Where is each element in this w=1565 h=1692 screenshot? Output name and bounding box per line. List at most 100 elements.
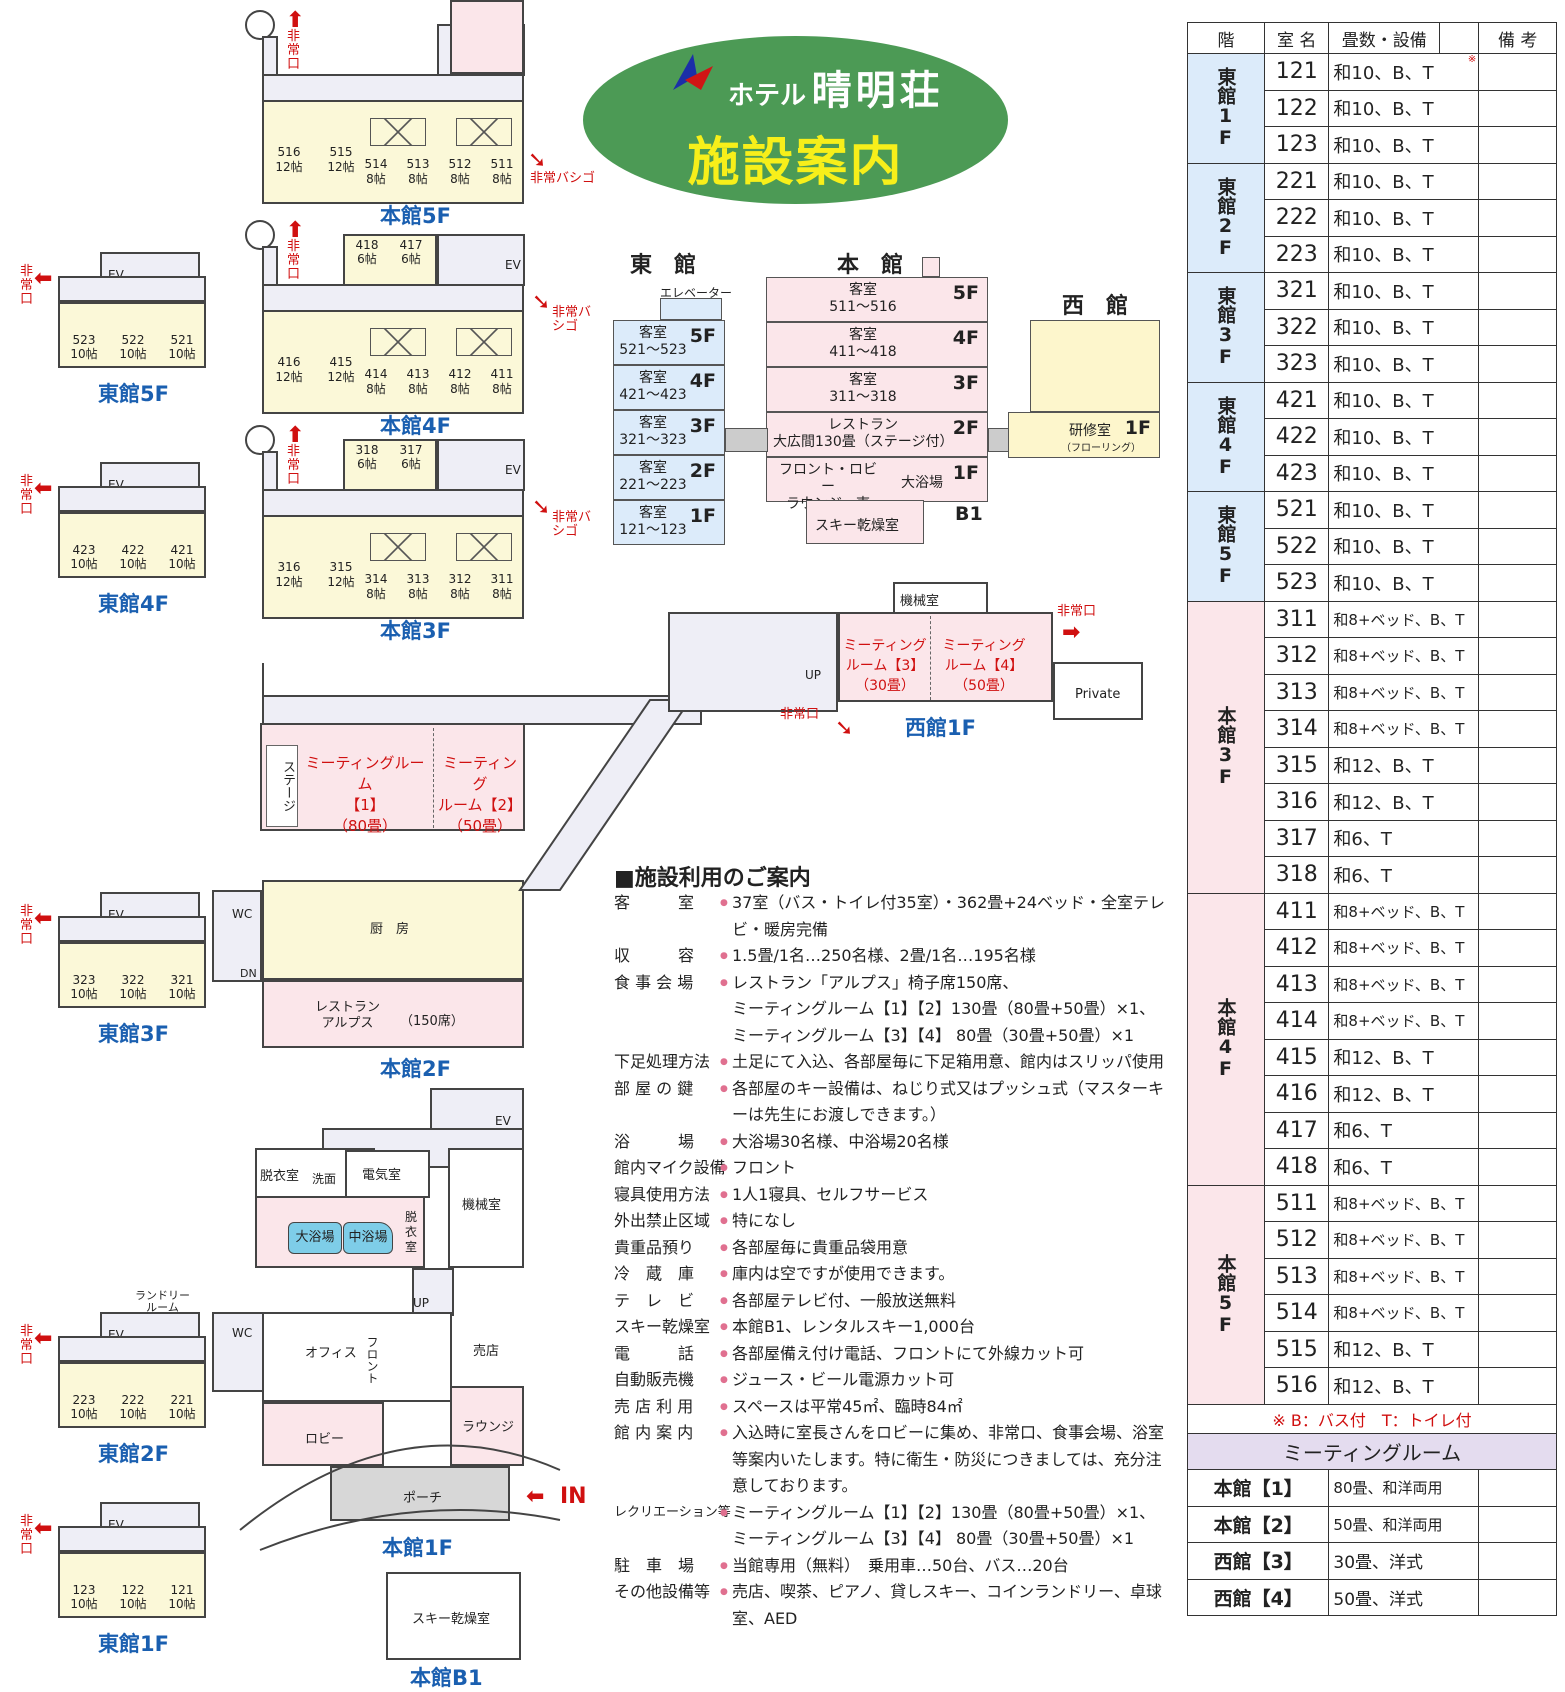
room-number: 411 [1263,892,1330,930]
room-equipment: 和10、B、T [1328,564,1480,602]
room-equipment: 和10、B、T※ [1328,53,1480,91]
equipment-text: 和8+ベッド、B、T [1333,647,1465,666]
table-header: 畳数・設備 [1328,22,1441,54]
bath-large: 大浴場 [288,1222,342,1254]
guide-key: 下足処理方法 [614,1052,711,1071]
room-equipment: 和10、B、T [1328,345,1480,383]
remarks-cell [1478,454,1557,492]
porch: ポーチ [403,1491,443,1506]
remarks-cell [1478,1505,1557,1543]
room-number: 511 [1263,1184,1330,1222]
ev-label: EV [505,463,521,477]
remarks-cell [1478,345,1557,383]
west-building-label: 西 館 [1062,294,1129,319]
guide-item: 冷 蔵 庫庫内は空ですが使用できます。 [614,1261,1174,1288]
floor-rooms: 客室 311〜318 [829,372,897,405]
title-badge: ホテル 晴明荘 施設案内 [583,36,1008,204]
remarks-cell [1478,746,1557,784]
restaurant-alps: レストラン アルプス [315,1000,381,1031]
bed-icon [370,533,426,561]
room-number: 312 [1263,637,1330,675]
bed-icon [370,118,426,146]
room-number: 317 [1263,819,1330,857]
remarks-cell [1478,381,1557,419]
legend-row: ※ B：バス付 T：トイレ付 [1187,1403,1557,1434]
equipment-text: 和8+ベッド、B、T [1333,1012,1465,1031]
washroom: 洗面 [312,1172,337,1186]
legend-note: ※ B：バス付 T：トイレ付 [1187,1403,1557,1434]
remarks-cell [1478,965,1557,1003]
room-equipment: 和12、B、T [1328,1367,1480,1405]
training-room: 研修室 [1069,423,1111,439]
exit-label: 非常口 [20,1514,34,1557]
guide-value: 土足にて入込、各部屋毎に下足箱用意、館内はスリッパ使用 [718,1049,1174,1076]
guide-key: スキー乾燥室 [614,1317,711,1336]
room-label: 514 8帖 [364,157,388,186]
remarks-cell [1478,673,1557,711]
equipment-text: 和10、B、T [1333,208,1434,230]
meeting-room-spec: 30畳、洋式 [1328,1542,1480,1580]
room-label: 515 12帖 [327,145,355,174]
floor-rooms: レストラン 大広間130畳（ステージ付） [773,417,954,450]
room-number: 221 [1263,162,1330,200]
room-number: 514 [1263,1294,1330,1332]
room-label: 521 10帖 [168,333,196,361]
room-equipment: 和12、B、T [1328,783,1480,821]
guide-key: レクリエーション等 [614,1504,731,1520]
remarks-cell [1478,1294,1557,1332]
room-label: 221 10帖 [168,1393,196,1421]
dressing-room-2: 脱 衣 室 [405,1210,418,1254]
equipment-text: 和8+ベッド、B、T [1333,902,1465,921]
machine-room: 機械室 [900,594,940,609]
guide-item: 売 店 利 用スペースは平常45㎡、臨時84㎡ [614,1394,1174,1421]
remarks-cell [1478,819,1557,857]
main-2f-caption: 本館2F [380,1057,451,1081]
meeting-room-name: 本館【1】 [1186,1469,1330,1507]
bed-icon [456,328,512,356]
elevator-label: エレベーター [660,286,733,300]
exit-arrow-icon: ⬅ [34,266,53,291]
equipment-text: 和10、B、T [1333,427,1434,449]
private-room: Private [1075,687,1121,702]
equipment-text: 和12、B、T [1333,1340,1434,1362]
east-floor-caption: 東館5F [98,382,169,406]
guide-value: 当館専用（無料） 乗用車…50台、バス…20台 [718,1553,1174,1580]
remarks-cell [1478,600,1557,638]
room-number: 412 [1263,929,1330,967]
room-number: 323 [1263,345,1330,383]
guide-value: 入込時に室長さんをロビーに集め、非常口、食事会場、浴室等案内いたします。特に衛生… [718,1420,1174,1500]
meeting-room-spec: 50畳、和洋両用 [1328,1505,1480,1543]
room-equipment: 和8+ベッド、B、T [1328,965,1480,1003]
room-number: 415 [1263,1038,1330,1076]
floor-rooms: 客室 521〜523 [619,325,687,358]
exit-arrow-icon: ⬆ [286,218,305,243]
guide-key: 電 話 [614,1343,695,1363]
bath-medium: 中浴場 [343,1222,393,1254]
bed-icon [456,118,512,146]
meeting-row: 本館【2】50畳、和洋両用 [1186,1505,1557,1543]
room-equipment: 和6、T [1328,1148,1480,1186]
guide-item: 部 屋 の 鍵各部屋のキー設備は、ねじり式又はプッシュ式（マスターキーは先生にお… [614,1076,1174,1129]
exit-arrow-icon: ⬅ [34,906,53,931]
guide-value: 各部屋毎に貴重品袋用意 [718,1235,1174,1262]
east-floor-caption: 東館4F [98,592,169,616]
main-floor-caption: 本館5F [380,204,451,228]
guide-item: 収 容1.5畳/1名…250名様、2畳/1名…195名様 [614,943,1174,970]
floor-number: 2F [689,460,716,482]
room-label: 321 10帖 [168,973,196,1001]
exit-arrow-icon: ➘ [835,716,854,741]
remarks-cell [1478,235,1557,273]
room-label: 415 12帖 [327,355,355,384]
room-label: 516 12帖 [275,145,303,174]
guide-key: 収 容 [614,946,695,965]
